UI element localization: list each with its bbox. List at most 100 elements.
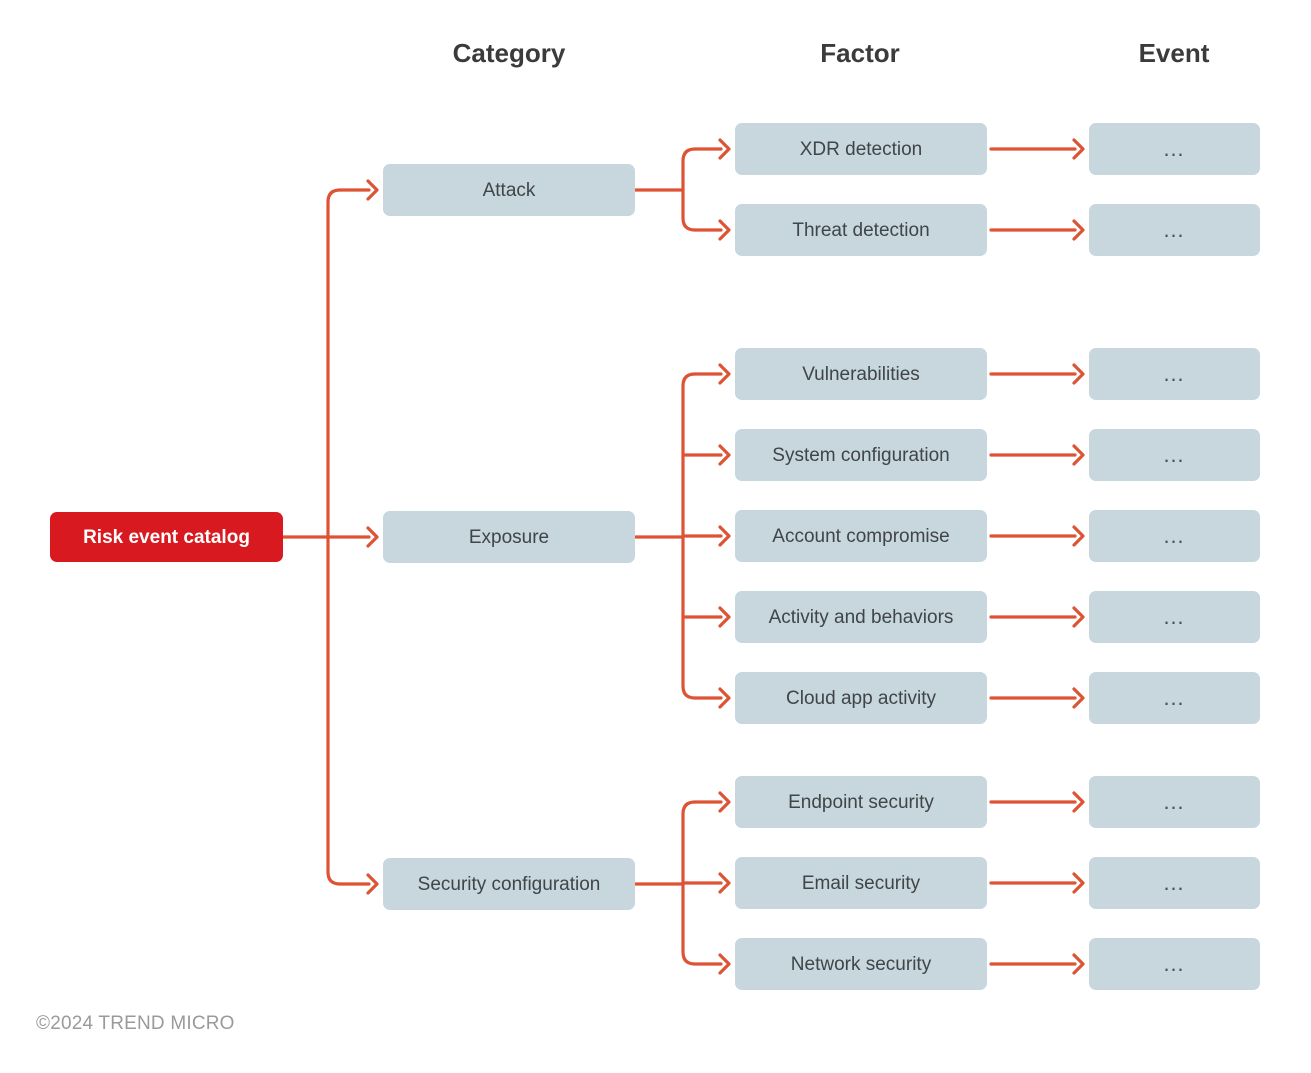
factor-node-vulnerabilities[interactable]: Vulnerabilities xyxy=(735,348,987,400)
arrow-head-icon xyxy=(718,687,731,709)
root-node-risk-event-catalog[interactable]: Risk event catalog xyxy=(50,512,283,562)
arrow-head-icon xyxy=(366,526,379,548)
column-header-category: Category xyxy=(453,38,566,68)
arrow-head-icon xyxy=(1072,444,1085,466)
category-node-attack-rect xyxy=(383,164,635,216)
factor-node-system-configuration-rect xyxy=(735,429,987,481)
event-node-email-security-rect xyxy=(1089,857,1260,909)
event-node-xdr-detection[interactable]: … xyxy=(1089,123,1260,175)
arrow-head-icon xyxy=(718,363,731,385)
event-node-system-configuration[interactable]: … xyxy=(1089,429,1260,481)
factor-node-threat-detection-label: Threat detection xyxy=(792,220,929,241)
factor-node-endpoint-security-label: Endpoint security xyxy=(788,792,934,813)
event-node-activity-and-behaviors-rect xyxy=(1089,591,1260,643)
factor-node-system-configuration[interactable]: System configuration xyxy=(735,429,987,481)
category-node-attack[interactable]: Attack xyxy=(383,164,635,216)
arrow-head-icon xyxy=(718,525,731,547)
factor-node-vulnerabilities-label: Vulnerabilities xyxy=(802,364,920,385)
arrow-head-icon xyxy=(1072,606,1085,628)
factor-node-account-compromise-label: Account compromise xyxy=(772,526,949,547)
factor-node-threat-detection-rect xyxy=(735,204,987,256)
event-node-vulnerabilities[interactable]: … xyxy=(1089,348,1260,400)
arrow-head-icon xyxy=(718,219,731,241)
arrow-head-icon xyxy=(366,873,379,895)
event-node-network-security[interactable]: … xyxy=(1089,938,1260,990)
factor-node-network-security-label: Network security xyxy=(791,954,932,975)
factor-node-xdr-detection-label: XDR detection xyxy=(800,139,923,160)
event-node-cloud-app-activity[interactable]: … xyxy=(1089,672,1260,724)
event-node-network-security-rect xyxy=(1089,938,1260,990)
arrow-head-icon xyxy=(718,444,731,466)
factor-node-email-security[interactable]: Email security xyxy=(735,857,987,909)
category-node-security-configuration[interactable]: Security configuration xyxy=(383,858,635,910)
factor-trunk-line-attack xyxy=(681,147,697,232)
arrow-head-icon xyxy=(1072,953,1085,975)
event-node-network-security-label: … xyxy=(1163,951,1187,976)
factor-node-endpoint-security-rect xyxy=(735,776,987,828)
arrow-head-icon xyxy=(1072,525,1085,547)
event-node-account-compromise-rect xyxy=(1089,510,1260,562)
factor-node-activity-and-behaviors-rect xyxy=(735,591,987,643)
event-node-email-security-label: … xyxy=(1163,870,1187,895)
factor-node-network-security[interactable]: Network security xyxy=(735,938,987,990)
factor-node-account-compromise[interactable]: Account compromise xyxy=(735,510,987,562)
factor-node-cloud-app-activity-label: Cloud app activity xyxy=(786,688,936,709)
category-node-security-configuration-rect xyxy=(383,858,635,910)
factor-node-xdr-detection[interactable]: XDR detection xyxy=(735,123,987,175)
factor-node-cloud-app-activity-rect xyxy=(735,672,987,724)
column-header-event: Event xyxy=(1139,38,1210,68)
factor-node-endpoint-security[interactable]: Endpoint security xyxy=(735,776,987,828)
event-node-cloud-app-activity-rect xyxy=(1089,672,1260,724)
arrow-head-icon xyxy=(718,872,731,894)
event-node-threat-detection-label: … xyxy=(1163,217,1187,242)
arrow-head-icon xyxy=(366,179,379,201)
diagram-nodes: Risk event catalog Attack XDR detection … Th… xyxy=(50,123,1260,990)
factor-node-xdr-detection-rect xyxy=(735,123,987,175)
event-node-endpoint-security[interactable]: … xyxy=(1089,776,1260,828)
factor-node-account-compromise-rect xyxy=(735,510,987,562)
category-node-exposure-label: Exposure xyxy=(469,527,549,548)
event-node-xdr-detection-label: … xyxy=(1163,136,1187,161)
connector-lines xyxy=(281,138,1085,975)
arrow-head-icon xyxy=(718,138,731,160)
column-header-factor: Factor xyxy=(820,38,899,68)
event-node-vulnerabilities-label: … xyxy=(1163,361,1187,386)
arrow-head-icon xyxy=(718,791,731,813)
category-node-attack-label: Attack xyxy=(483,180,536,201)
category-node-exposure-rect xyxy=(383,511,635,563)
factor-node-network-security-rect xyxy=(735,938,987,990)
category-node-exposure[interactable]: Exposure xyxy=(383,511,635,563)
arrow-head-icon xyxy=(718,606,731,628)
arrow-head-icon xyxy=(1072,363,1085,385)
root-node-risk-event-catalog-rect xyxy=(50,512,283,562)
factor-node-email-security-rect xyxy=(735,857,987,909)
category-node-security-configuration-label: Security configuration xyxy=(418,874,601,895)
factor-node-email-security-label: Email security xyxy=(802,873,921,894)
event-node-activity-and-behaviors[interactable]: … xyxy=(1089,591,1260,643)
event-node-xdr-detection-rect xyxy=(1089,123,1260,175)
factor-node-threat-detection[interactable]: Threat detection xyxy=(735,204,987,256)
event-node-endpoint-security-label: … xyxy=(1163,789,1187,814)
event-node-threat-detection-rect xyxy=(1089,204,1260,256)
event-node-cloud-app-activity-label: … xyxy=(1163,685,1187,710)
factor-node-activity-and-behaviors[interactable]: Activity and behaviors xyxy=(735,591,987,643)
event-node-endpoint-security-rect xyxy=(1089,776,1260,828)
event-node-account-compromise-label: … xyxy=(1163,523,1187,548)
event-node-threat-detection[interactable]: … xyxy=(1089,204,1260,256)
factor-node-activity-and-behaviors-label: Activity and behaviors xyxy=(769,607,954,628)
arrow-head-icon xyxy=(1072,219,1085,241)
copyright-footer: ©2024 TREND MICRO xyxy=(36,1013,235,1034)
arrow-head-icon xyxy=(718,953,731,975)
event-node-activity-and-behaviors-label: … xyxy=(1163,604,1187,629)
event-node-account-compromise[interactable]: … xyxy=(1089,510,1260,562)
event-node-system-configuration-rect xyxy=(1089,429,1260,481)
arrow-head-icon xyxy=(1072,138,1085,160)
event-node-vulnerabilities-rect xyxy=(1089,348,1260,400)
column-headers: Category Factor Event xyxy=(453,38,1210,68)
arrow-head-icon xyxy=(1072,687,1085,709)
event-node-email-security[interactable]: … xyxy=(1089,857,1260,909)
arrow-head-icon xyxy=(1072,872,1085,894)
factor-node-cloud-app-activity[interactable]: Cloud app activity xyxy=(735,672,987,724)
